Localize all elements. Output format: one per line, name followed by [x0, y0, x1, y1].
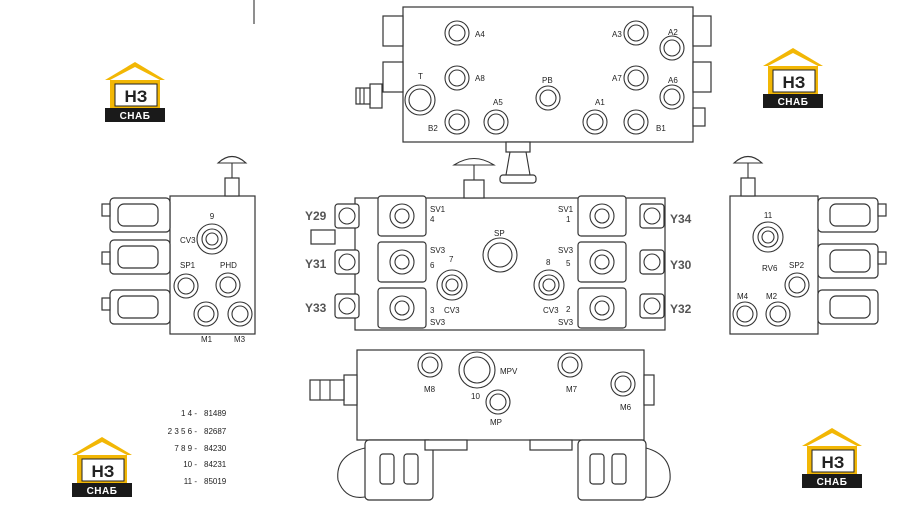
- part-ids: 11 -: [184, 477, 198, 486]
- part-number: 84230: [204, 444, 227, 453]
- logo-top-right: НЗ СНАБ: [763, 48, 823, 108]
- valve-label: 4: [430, 215, 435, 224]
- solenoid-label: Y31: [305, 257, 327, 271]
- port-label: SP2: [789, 261, 805, 270]
- valve-label: 7: [449, 255, 454, 264]
- port-label: 9: [210, 212, 215, 221]
- solenoid-label: Y33: [305, 301, 327, 315]
- part-list: 1 4 - 81489 2 3 5 6 - 82687 7 8 9 - 8423…: [168, 409, 227, 486]
- left-block: 9 CV3 SP1 PHD M1 M3: [101, 155, 256, 344]
- logo-text: СНАБ: [778, 97, 809, 108]
- part-ids: 1 4 -: [181, 409, 197, 418]
- valve-label: CV3: [543, 306, 559, 315]
- part-ids: 10 -: [183, 460, 197, 469]
- logo-letters: НЗ: [92, 462, 115, 481]
- port-label: PB: [542, 76, 553, 85]
- valve-label: SV1: [430, 205, 446, 214]
- valve-label: 2: [566, 305, 571, 314]
- valve-label: SV1: [558, 205, 574, 214]
- port-label: B2: [428, 124, 438, 133]
- solenoid-label: Y30: [670, 258, 692, 272]
- port-label: M1: [201, 335, 213, 344]
- part-number: 85019: [204, 477, 227, 486]
- logo-text: СНАБ: [120, 111, 151, 122]
- part-number: 81489: [204, 409, 227, 418]
- port-label: B1: [656, 124, 666, 133]
- valve-label: 8: [546, 258, 551, 267]
- valve-label: SP: [494, 229, 505, 238]
- port-label: M3: [234, 335, 246, 344]
- port-label: A2: [668, 28, 678, 37]
- port-label: M8: [424, 385, 436, 394]
- port-label: SP1: [180, 261, 196, 270]
- part-number: 82687: [204, 427, 227, 436]
- valve-label: 6: [430, 261, 435, 270]
- port-label: A4: [475, 30, 485, 39]
- logo-top-left: НЗ СНАБ: [105, 62, 165, 122]
- logo-text: СНАБ: [817, 477, 848, 488]
- port-label: A1: [595, 98, 605, 107]
- solenoid-label: Y29: [305, 209, 327, 223]
- top-block: A4 A3 A2 A8 A7 A6 T PB B2 A5 A1 B1: [355, 6, 712, 184]
- logo-letters: НЗ: [125, 87, 148, 106]
- logo-letters: НЗ: [783, 73, 806, 92]
- solenoid-label: Y34: [670, 212, 692, 226]
- port-label: A8: [475, 74, 485, 83]
- valve-label: 3: [430, 306, 435, 315]
- logo-text: СНАБ: [87, 486, 118, 497]
- valve-label: SV3: [558, 318, 574, 327]
- port-label: M7: [566, 385, 578, 394]
- port-label: MP: [490, 418, 502, 427]
- port-label: A3: [612, 30, 622, 39]
- part-ids: 7 8 9 -: [174, 444, 197, 453]
- logo-bottom-right: НЗ СНАБ: [802, 428, 862, 488]
- solenoid-label: Y32: [670, 302, 692, 316]
- port-label: RV6: [762, 264, 778, 273]
- logo-letters: НЗ: [822, 453, 845, 472]
- right-block: 11 RV6 SP2 M4 M2: [729, 155, 887, 335]
- valve-label: CV3: [444, 306, 460, 315]
- valve-label: 1: [566, 215, 571, 224]
- part-number: 84231: [204, 460, 227, 469]
- port-label: A6: [668, 76, 678, 85]
- port-label: A7: [612, 74, 622, 83]
- part-ids: 2 3 5 6 -: [168, 427, 198, 436]
- bottom-block: M8 MPV M7 10 MP M6: [309, 349, 671, 501]
- center-block: Y29 Y31 Y33 Y34 Y30 Y32 SV1 4 SV3 6 7 SP…: [305, 157, 692, 331]
- port-label: 11: [764, 211, 773, 220]
- port-label: M6: [620, 403, 632, 412]
- port-label: 10: [471, 392, 480, 401]
- port-label: M4: [737, 292, 749, 301]
- port-label: M2: [766, 292, 778, 301]
- port-label: A5: [493, 98, 503, 107]
- logo-bottom-left: НЗ СНАБ: [72, 437, 132, 497]
- port-label: PHD: [220, 261, 237, 270]
- port-label: T: [418, 72, 423, 81]
- port-label: MPV: [500, 367, 518, 376]
- port-label: CV3: [180, 236, 196, 245]
- valve-label: SV3: [430, 246, 446, 255]
- valve-label: SV3: [430, 318, 446, 327]
- valve-label: 5: [566, 259, 571, 268]
- valve-label: SV3: [558, 246, 574, 255]
